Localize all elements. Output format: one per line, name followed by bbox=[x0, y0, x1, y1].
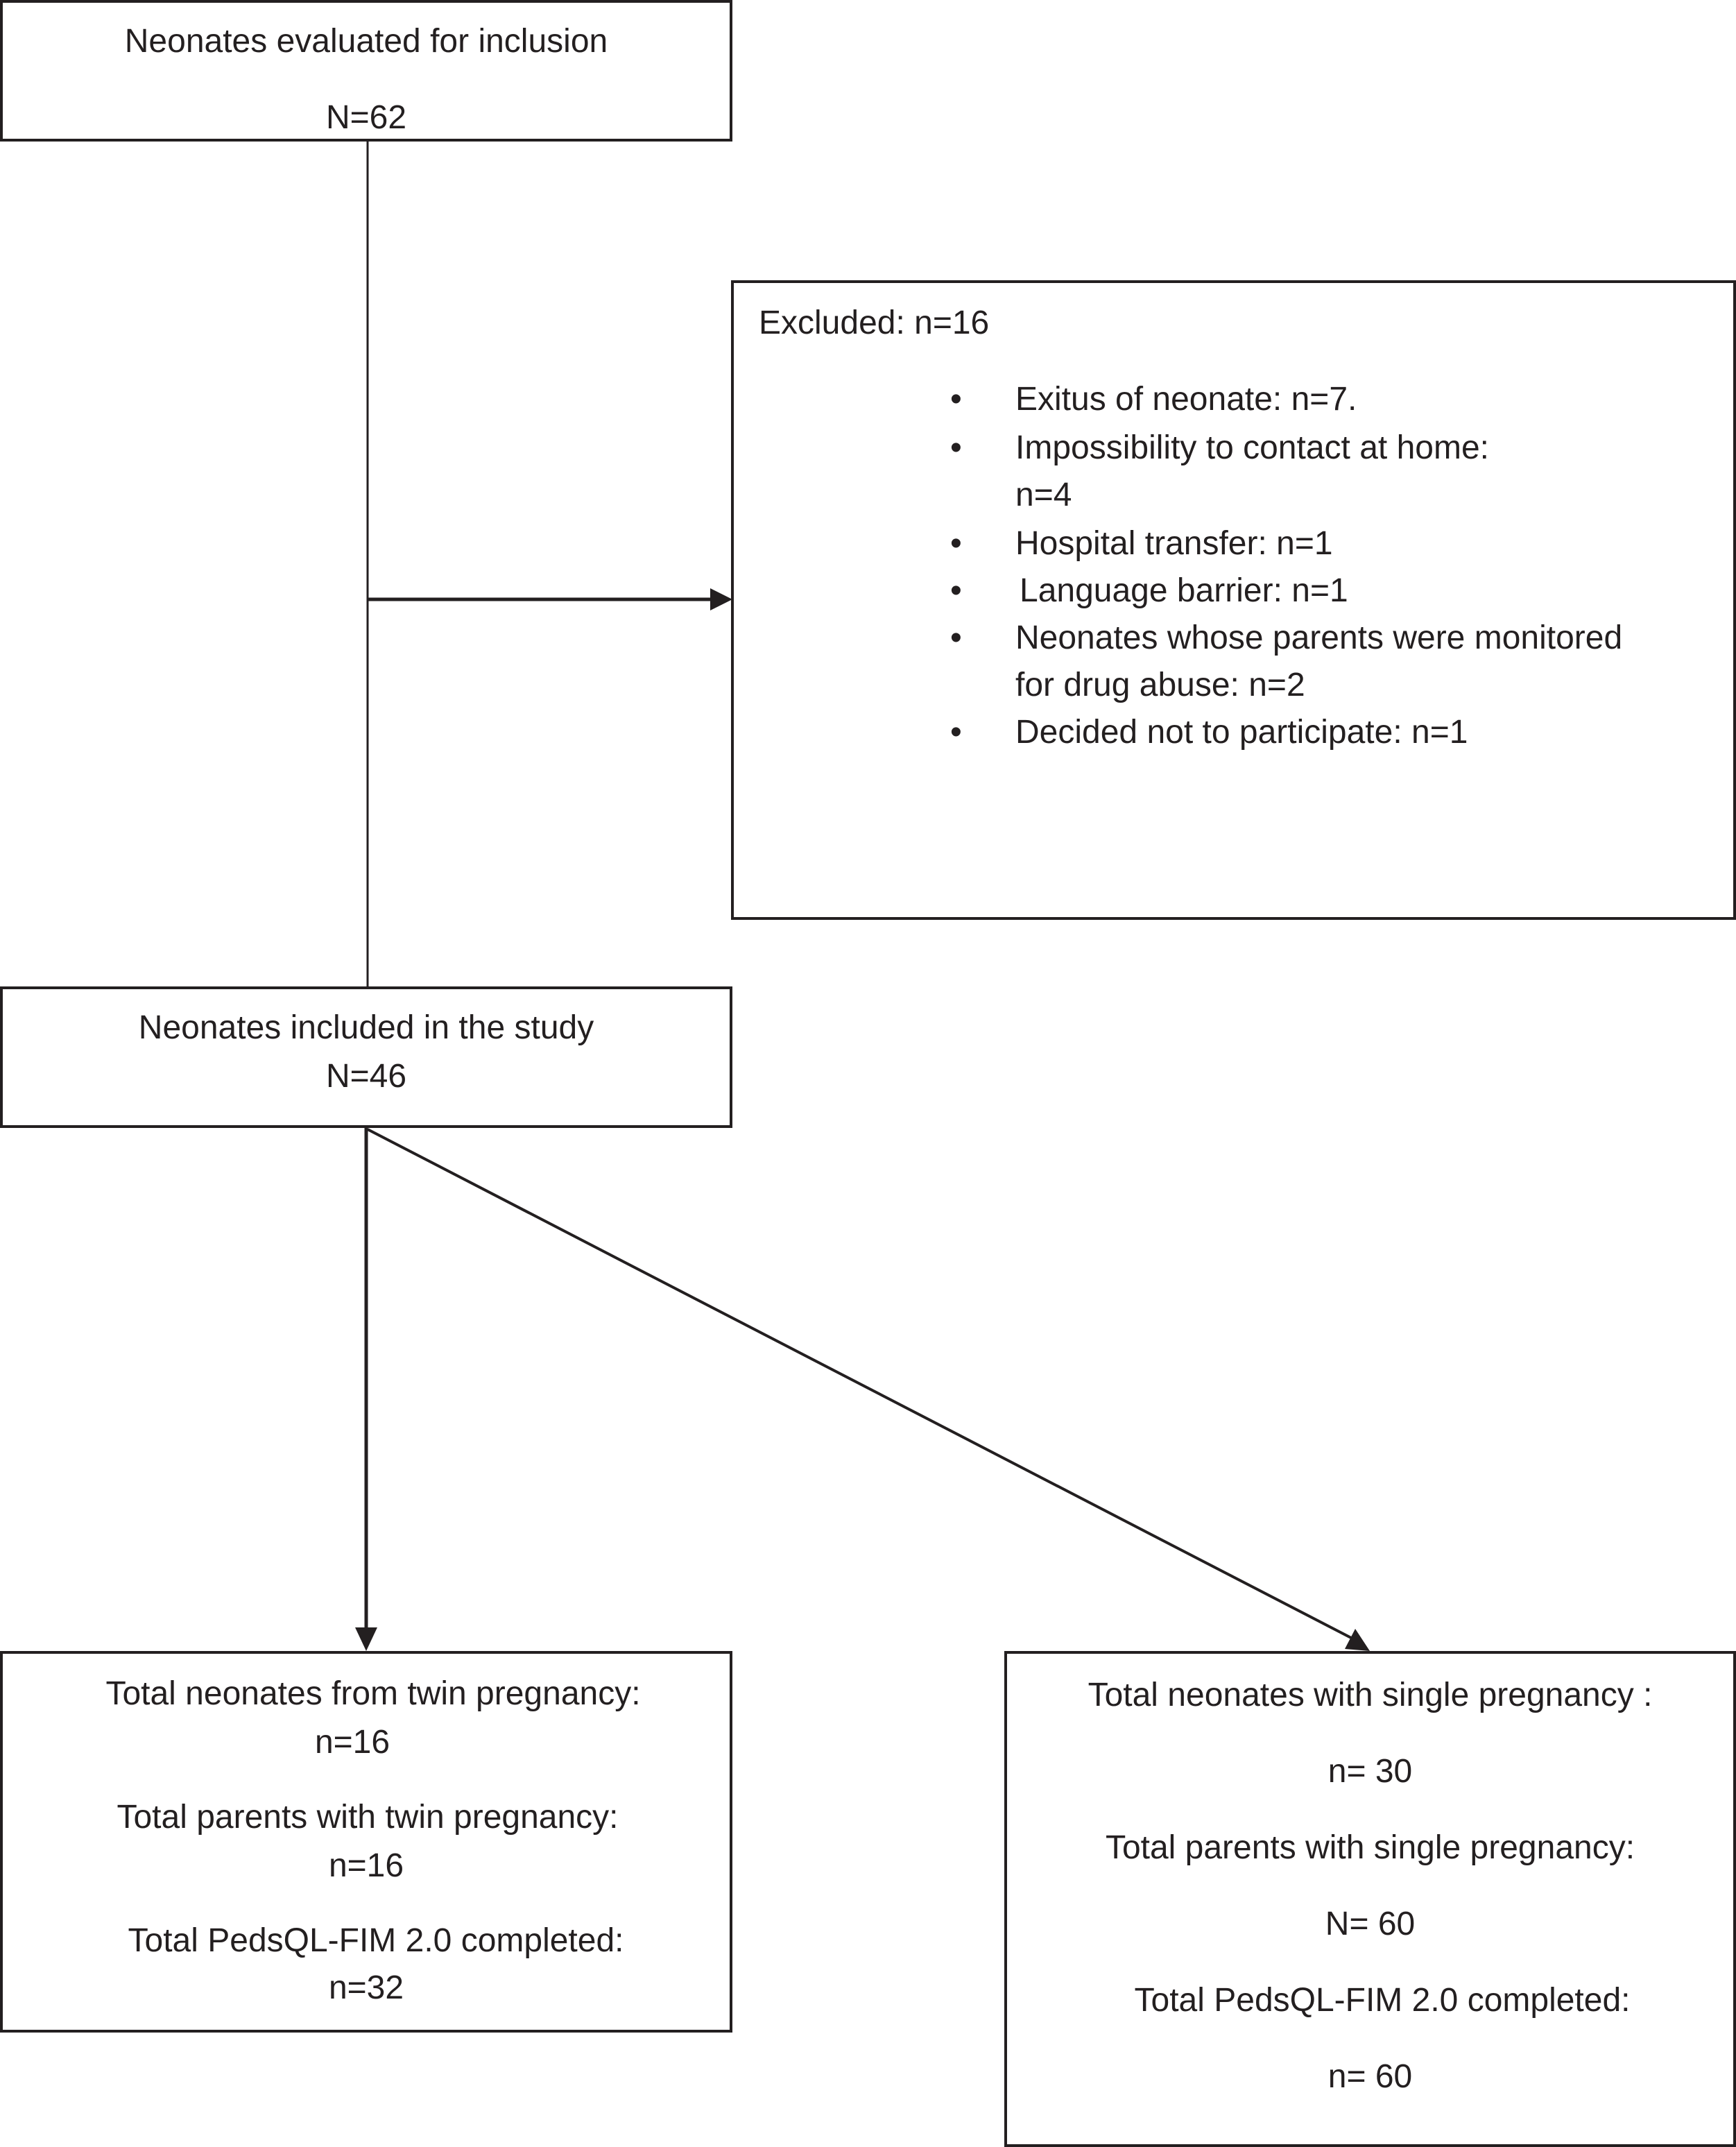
single-parents-count: N= 60 bbox=[1325, 1906, 1416, 1942]
twin-neonates-label: Total neonates from twin pregnancy: bbox=[105, 1675, 641, 1712]
included-count: N=46 bbox=[325, 1058, 407, 1095]
evaluated-title: Neonates evaluated for inclusion bbox=[124, 23, 608, 60]
excluded-reason-text: Neonates whose parents were monitored bbox=[1015, 619, 1623, 656]
excluded-reason-text: Impossibility to contact at home: bbox=[1015, 429, 1489, 466]
excluded-reason-text: Exitus of neonate: n=7. bbox=[1015, 381, 1357, 418]
included-box bbox=[0, 986, 732, 1128]
single-pregnancy-box bbox=[1004, 1651, 1736, 2147]
bullet-icon: • bbox=[950, 572, 962, 609]
single-completed-label: Total PedsQL-FIM 2.0 completed: bbox=[1134, 1982, 1631, 2019]
single-parents-label: Total parents with single pregnancy: bbox=[1105, 1829, 1635, 1866]
single-neonates-count: n= 30 bbox=[1327, 1753, 1413, 1790]
bullet-icon: • bbox=[950, 525, 962, 562]
arrowhead-excluded bbox=[710, 588, 732, 610]
twin-completed-label: Total PedsQL-FIM 2.0 completed: bbox=[128, 1922, 624, 1959]
evaluated-count: N=62 bbox=[325, 99, 407, 136]
twin-neonates-count: n=16 bbox=[314, 1724, 390, 1761]
excluded-box bbox=[731, 280, 1736, 920]
excluded-reason-text: Language barrier: n=1 bbox=[1020, 572, 1348, 609]
excluded-reason-text-continued: for drug abuse: n=2 bbox=[1015, 667, 1305, 703]
evaluated-box bbox=[0, 0, 732, 142]
bullet-icon: • bbox=[950, 429, 962, 466]
arrowhead-single bbox=[1345, 1629, 1370, 1651]
twin-pregnancy-box bbox=[0, 1651, 732, 2033]
connector-to-single bbox=[367, 1128, 1353, 1640]
excluded-reason-text: Decided not to participate: n=1 bbox=[1015, 714, 1468, 751]
single-completed-count: n= 60 bbox=[1327, 2058, 1413, 2095]
excluded-reason-text-continued: n=4 bbox=[1015, 477, 1072, 513]
bullet-icon: • bbox=[950, 381, 962, 418]
twin-parents-label: Total parents with twin pregnancy: bbox=[117, 1799, 619, 1836]
bullet-icon: • bbox=[950, 714, 962, 751]
arrowhead-twin bbox=[355, 1627, 377, 1651]
bullet-icon: • bbox=[950, 619, 962, 656]
excluded-reason-text: Hospital transfer: n=1 bbox=[1015, 525, 1333, 562]
twin-completed-count: n=32 bbox=[328, 1969, 404, 2006]
excluded-title: Excluded: n=16 bbox=[759, 305, 990, 341]
single-neonates-label: Total neonates with single pregnancy : bbox=[1088, 1677, 1653, 1713]
twin-parents-count: n=16 bbox=[328, 1847, 404, 1884]
included-title: Neonates included in the study bbox=[138, 1009, 594, 1046]
